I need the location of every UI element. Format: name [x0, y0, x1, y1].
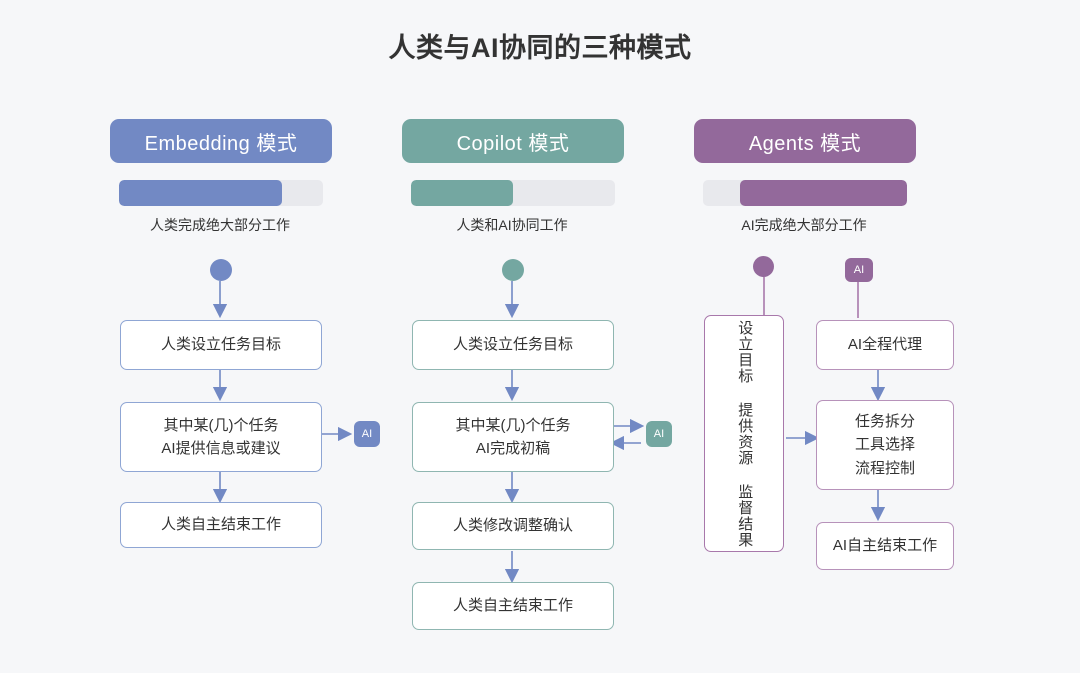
box-line: 人类设立任务目标: [452, 336, 573, 354]
ratio-caption-agents: AI完成绝大部分工作: [741, 217, 867, 233]
ratio-caption-embedding: 人类完成绝大部分工作: [150, 217, 290, 233]
box-line: 人类自主结束工作: [452, 597, 573, 615]
box-line: 人类自主结束工作: [160, 516, 281, 534]
ai-badge-agents[interactable]: AI: [845, 258, 873, 282]
box-human-supervision-agents[interactable]: 设立目标 提供资源 监督结果: [704, 315, 784, 552]
mode-pill-embedding[interactable]: Embedding 模式: [110, 119, 332, 163]
box-line: AI全程代理: [847, 336, 923, 354]
ratio-fill-embedding: [119, 180, 283, 206]
box-line: 工具选择: [854, 436, 915, 454]
box-human-finish-copilot[interactable]: 人类自主结束工作: [412, 582, 614, 630]
box-ai-assist-embedding[interactable]: 其中某(几)个任务 AI提供信息或建议: [120, 402, 322, 472]
ai-badge-label: AI: [853, 264, 865, 276]
mode-pill-label: Embedding 模式: [144, 132, 298, 155]
box-ai-draft-copilot[interactable]: 其中某(几)个任务 AI完成初稿: [412, 402, 614, 472]
box-line: 其中某(几)个任务: [455, 416, 571, 434]
start-dot-agents: [753, 256, 774, 277]
box-line: 人类修改调整确认: [452, 517, 573, 535]
box-line: 其中某(几)个任务: [163, 416, 279, 434]
ai-badge-copilot[interactable]: AI: [646, 421, 672, 447]
box-human-finish-embedding[interactable]: 人类自主结束工作: [120, 502, 322, 548]
mode-pill-label: Agents 模式: [748, 132, 862, 155]
box-human-revise-copilot[interactable]: 人类修改调整确认: [412, 502, 614, 550]
column-agents: Agents 模式 AI完成绝大部分工作 AI 设立目标 提供资源 监督结果 A…: [654, 0, 954, 673]
ai-badge-label: AI: [653, 428, 665, 440]
box-line: AI提供信息或建议: [161, 440, 281, 457]
mode-pill-label: Copilot 模式: [456, 132, 570, 155]
ratio-fill-copilot: [411, 180, 513, 206]
ratio-caption-copilot: 人类和AI协同工作: [456, 217, 568, 233]
box-line: AI自主结束工作: [832, 537, 938, 555]
ai-badge-label: AI: [361, 428, 373, 440]
mode-pill-agents[interactable]: Agents 模式: [694, 119, 916, 163]
box-line: 任务拆分: [854, 413, 915, 431]
box-line: AI完成初稿: [475, 440, 551, 457]
ratio-track-embedding: [119, 180, 323, 206]
ratio-fill-agents: [739, 180, 907, 206]
ai-badge-embedding[interactable]: AI: [354, 421, 380, 447]
start-dot-copilot: [502, 259, 524, 281]
box-set-goal-copilot[interactable]: 人类设立任务目标: [412, 320, 614, 370]
page-title: 人类与AI协同的三种模式: [388, 33, 692, 63]
box-ai-full-agent[interactable]: AI全程代理: [816, 320, 954, 370]
box-set-goal-embedding[interactable]: 人类设立任务目标: [120, 320, 322, 370]
start-dot-embedding: [210, 259, 232, 281]
box-ai-orchestrate[interactable]: 任务拆分 工具选择 流程控制: [816, 400, 954, 490]
column-copilot: Copilot 模式 人类和AI协同工作 人类设立任务目标 其中某(几)个任务 …: [362, 0, 672, 673]
box-line: 流程控制: [854, 459, 915, 477]
column-embedding: Embedding 模式 人类完成绝大部分工作 人类设立任务目标 其中某(几)个…: [70, 0, 380, 673]
ratio-track-copilot: [411, 180, 615, 206]
box-ai-finish[interactable]: AI自主结束工作: [816, 522, 954, 570]
ratio-track-agents: [703, 180, 907, 206]
box-line: 人类设立任务目标: [160, 336, 281, 354]
mode-pill-copilot[interactable]: Copilot 模式: [402, 119, 624, 163]
box-vertical-text: 设立目标 提供资源 监督结果: [736, 319, 754, 548]
